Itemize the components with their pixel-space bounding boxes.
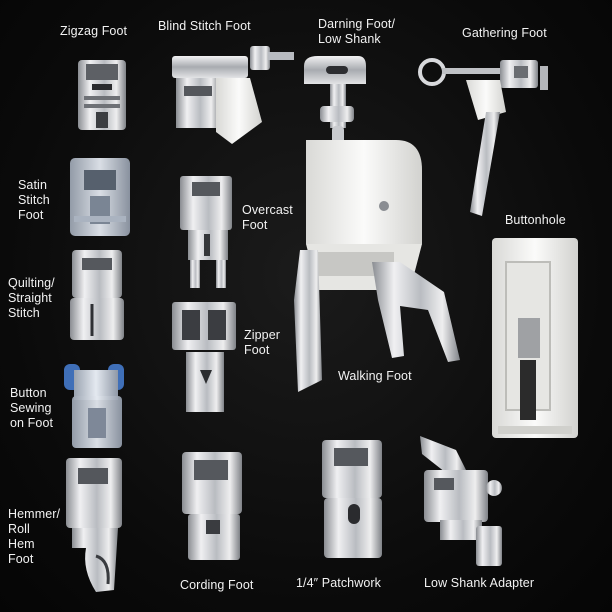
hemmer-foot	[66, 458, 122, 592]
satin-stitch-foot	[70, 158, 130, 236]
blind-stitch-foot	[172, 46, 294, 144]
gathering-foot	[418, 58, 548, 216]
label-darning-foot: Darning Foot/ Low Shank	[318, 17, 396, 46]
label-button-sewing-foot: Button Sewing on Foot	[10, 386, 54, 430]
label-gathering-foot: Gathering Foot	[462, 26, 547, 40]
label-zipper-foot: Zipper Foot	[244, 328, 281, 357]
overcast-foot	[180, 176, 232, 288]
walking-foot	[294, 140, 460, 392]
label-hemmer-foot: Hemmer/ Roll Hem Foot	[8, 507, 61, 566]
label-low-shank-adapter: Low Shank Adapter	[424, 576, 535, 590]
patchwork-foot	[322, 440, 382, 558]
label-satin-stitch-foot: Satin Stitch Foot	[18, 178, 50, 222]
label-overcast-foot: Overcast Foot	[242, 203, 293, 232]
button-sewing-foot	[64, 364, 124, 448]
buttonhole-foot	[492, 238, 578, 438]
label-blind-stitch-foot: Blind Stitch Foot	[158, 19, 251, 33]
darning-foot	[304, 56, 366, 146]
zipper-foot	[172, 302, 236, 412]
label-buttonhole: Buttonhole	[505, 213, 566, 227]
label-quilting-foot: Quilting/ Straight Stitch	[8, 276, 55, 320]
label-cording-foot: Cording Foot	[180, 578, 254, 592]
label-zigzag-foot: Zigzag Foot	[60, 24, 128, 38]
label-patchwork-foot: 1/4″ Patchwork	[296, 576, 382, 590]
label-walking-foot: Walking Foot	[338, 369, 412, 383]
low-shank-adapter	[420, 436, 502, 566]
cording-foot	[182, 452, 242, 560]
quilting-foot	[70, 250, 124, 340]
zigzag-foot	[78, 60, 126, 130]
